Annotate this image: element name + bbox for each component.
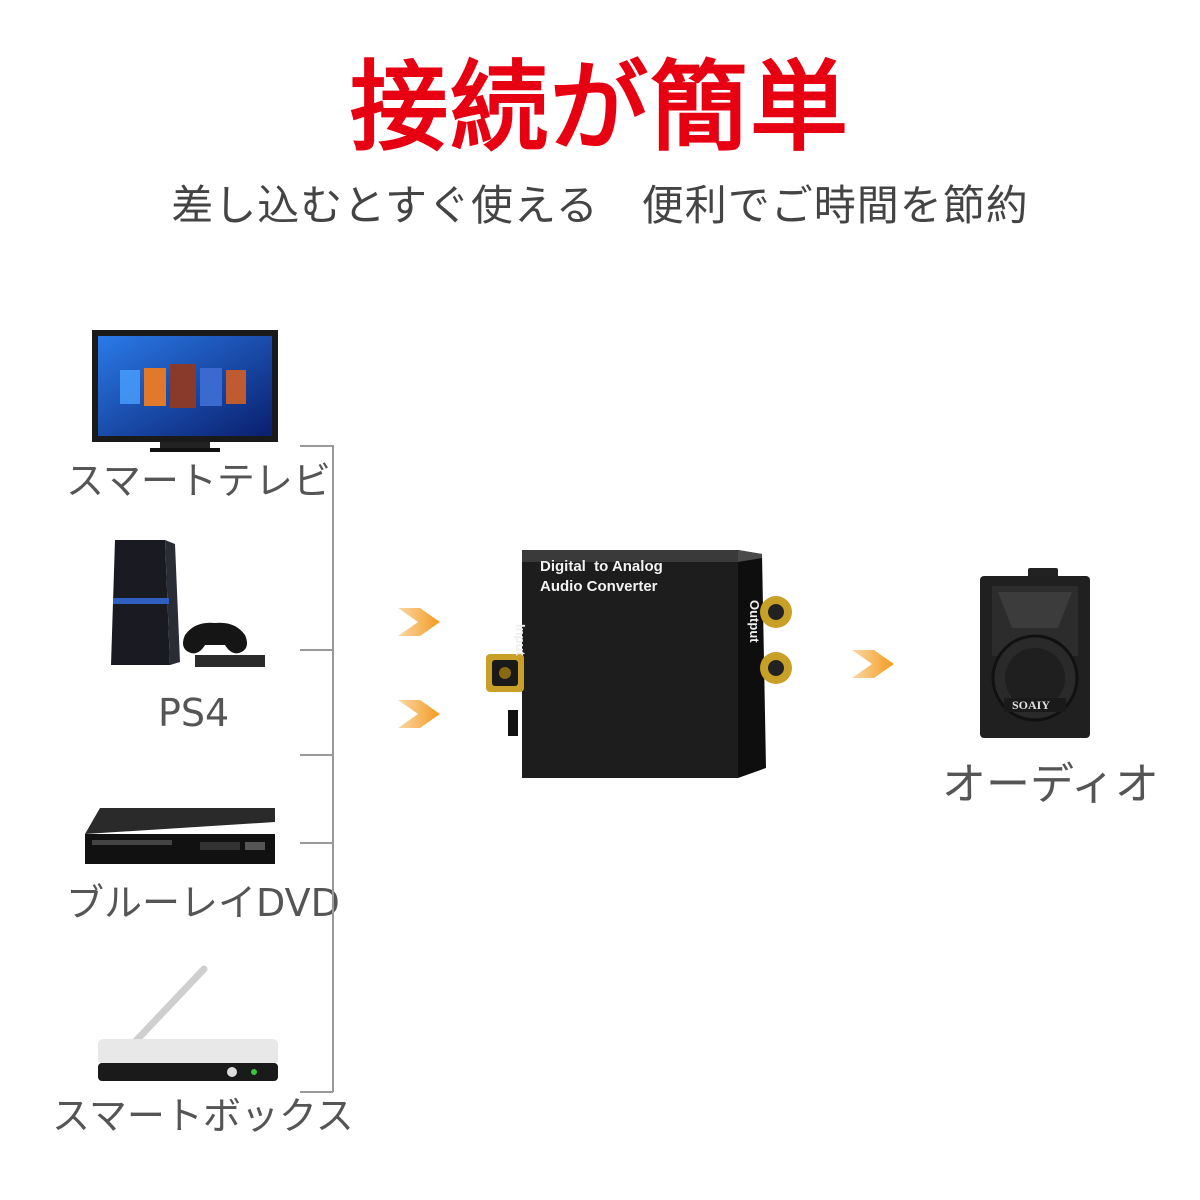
speaker-icon	[980, 568, 1090, 738]
device-label-smart-box: スマートボックス	[52, 1094, 354, 1138]
set-top-box-icon	[98, 965, 278, 1081]
dvd-player-icon	[85, 808, 275, 864]
page-subtitle: 差し込むとすぐ使える 便利でご時間を節約	[171, 181, 1029, 230]
device-label-smart-tv: スマートテレビ	[66, 459, 331, 503]
page-title: 接続が簡単	[349, 51, 850, 165]
device-label-audio: オーディオ	[942, 759, 1159, 810]
input-bracket	[300, 445, 334, 756]
smart-tv-icon	[92, 330, 278, 452]
converter-label-line1: Digital to Analog	[540, 558, 663, 575]
game-console-icon	[111, 540, 265, 667]
converter-device	[486, 550, 792, 778]
device-label-bluray-dvd: ブルーレイDVD	[66, 881, 340, 925]
speaker-brand: SOAIY	[1012, 698, 1051, 712]
input-bracket-extension	[300, 640, 334, 1093]
arrow-icon	[852, 650, 894, 678]
converter-output-label: Output	[747, 600, 762, 643]
arrow-icon	[398, 700, 440, 728]
device-label-ps4: PS4	[158, 691, 230, 735]
arrow-icon	[398, 608, 440, 636]
converter-label-line2: Audio Converter	[540, 578, 658, 595]
converter-input-label: Input	[513, 624, 528, 656]
